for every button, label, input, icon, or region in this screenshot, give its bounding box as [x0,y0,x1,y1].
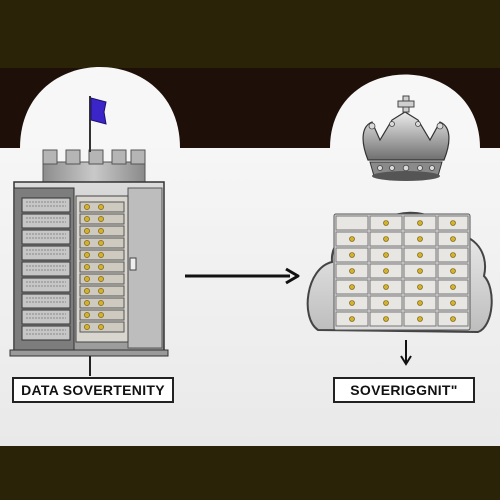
top-dark-band [0,0,500,68]
arrow-down-icon [400,340,412,366]
flag-icon [89,96,107,152]
arrow-right-icon [185,267,300,285]
label-sovereignty: SOVERIGGNIT" [333,377,475,403]
bottom-dark-band [0,446,500,500]
castle-tower-icon [42,149,146,185]
server-rack-icon [9,181,169,357]
cloud-storage-icon [306,211,493,334]
label-data-sovereignty: DATA SOVERTENITY [12,377,174,403]
crown-icon [362,95,450,181]
server-units-left [21,197,71,341]
server-units-locked [79,201,125,333]
